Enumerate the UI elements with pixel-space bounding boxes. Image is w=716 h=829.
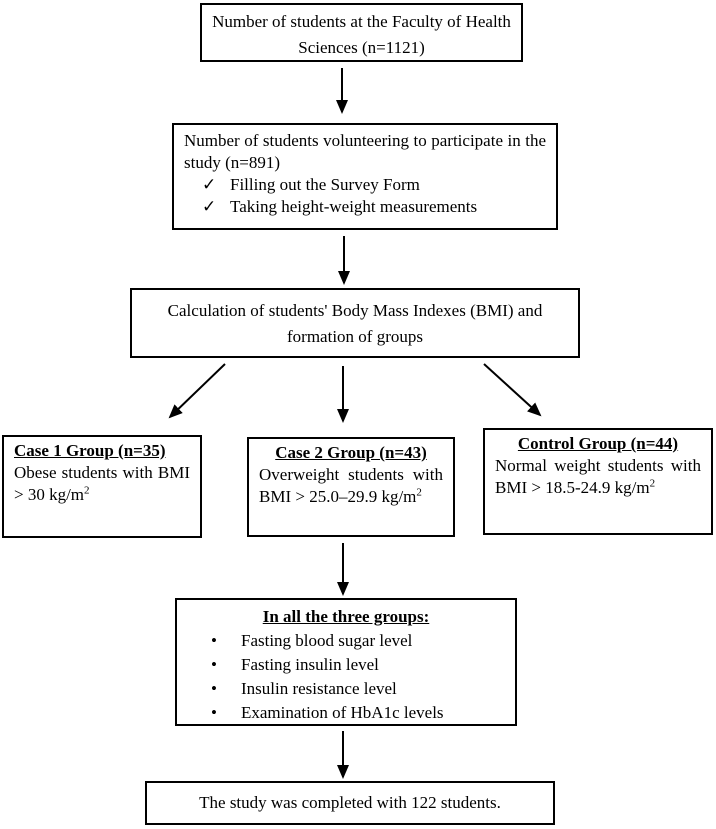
tests-item-label: Examination of HbA1c levels: [241, 703, 444, 722]
faculty-count-text: Number of students at the Faculty of Hea…: [212, 12, 511, 57]
case2-group-body: Overweight students with BMI > 25.0–29.9…: [259, 464, 443, 508]
case2-body-text: Overweight students with BMI > 25.0–29.9…: [259, 465, 443, 506]
case1-superscript: 2: [84, 484, 90, 497]
check-icon: ✓: [202, 175, 217, 194]
bmi-calculation-box: Calculation of students' Body Mass Index…: [130, 288, 580, 358]
control-body-text: Normal weight students with BMI > 18.5-2…: [495, 456, 701, 497]
case2-group-title: Case 2 Group (n=43): [275, 443, 427, 462]
control-superscript: 2: [649, 477, 656, 490]
tests-item-label: Fasting blood sugar level: [241, 631, 413, 650]
tests-item-label: Insulin resistance level: [241, 679, 397, 698]
case1-group-body: Obese students with BMI > 30 kg/m2: [14, 462, 190, 506]
bullet-icon: •: [211, 703, 217, 722]
control-group-body: Normal weight students with BMI > 18.5-2…: [495, 455, 701, 499]
case1-body-text: Obese students with BMI > 30 kg/m: [14, 463, 190, 504]
tests-item-insulin-resistance: • Insulin resistance level: [187, 677, 505, 701]
tests-item-hba1c: • Examination of HbA1c levels: [187, 701, 505, 725]
arrow-bmi-to-control: [483, 363, 542, 417]
tests-box: In all the three groups: • Fasting blood…: [175, 598, 517, 726]
control-group-title: Control Group (n=44): [517, 434, 679, 453]
case2-group-box: Case 2 Group (n=43) Overweight students …: [247, 437, 455, 537]
case1-group-box: Case 1 Group (n=35) Obese students with …: [2, 435, 202, 538]
tests-item-blood-sugar: • Fasting blood sugar level: [187, 629, 505, 653]
volunteers-item-measurements: ✓ Taking height-weight measurements: [184, 196, 546, 218]
tests-item-insulin: • Fasting insulin level: [187, 653, 505, 677]
case2-superscript: 2: [416, 486, 422, 499]
bullet-icon: •: [211, 679, 217, 698]
check-icon: ✓: [202, 197, 217, 216]
completion-text: The study was completed with 122 student…: [199, 793, 501, 812]
bullet-icon: •: [211, 631, 217, 650]
tests-title: In all the three groups:: [262, 607, 430, 626]
bullet-icon: •: [211, 655, 217, 674]
control-group-box: Control Group (n=44) Normal weight stude…: [483, 428, 713, 535]
volunteers-intro-text: Number of students volunteering to parti…: [184, 131, 546, 172]
tests-item-label: Fasting insulin level: [241, 655, 379, 674]
volunteers-item-label: Taking height-weight measurements: [230, 197, 478, 216]
completion-box: The study was completed with 122 student…: [145, 781, 555, 825]
case1-group-title: Case 1 Group (n=35): [14, 441, 166, 460]
volunteers-box: Number of students volunteering to parti…: [172, 123, 558, 230]
volunteers-item-survey: ✓ Filling out the Survey Form: [184, 174, 546, 196]
arrow-bmi-to-case1: [168, 363, 226, 419]
volunteers-item-label: Filling out the Survey Form: [230, 175, 420, 194]
bmi-calculation-text: Calculation of students' Body Mass Index…: [167, 301, 543, 346]
faculty-count-box: Number of students at the Faculty of Hea…: [200, 3, 523, 62]
